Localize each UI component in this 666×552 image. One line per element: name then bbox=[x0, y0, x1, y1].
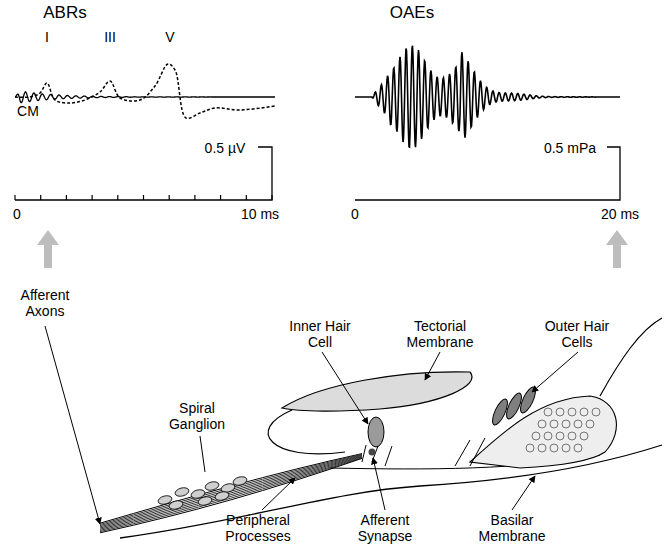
peak-label: V bbox=[160, 29, 180, 45]
tick bbox=[271, 195, 272, 200]
tick bbox=[246, 195, 247, 200]
cell-outline bbox=[562, 444, 570, 452]
axis-label: 0 bbox=[345, 206, 365, 222]
cell-outline bbox=[550, 444, 558, 452]
axis-label: 20 ms bbox=[593, 206, 647, 222]
trace-label: CM bbox=[10, 103, 46, 119]
afferent-synapse bbox=[369, 449, 376, 456]
part-label: Inner Hair Cell bbox=[282, 318, 358, 350]
tick bbox=[66, 195, 67, 200]
scale-label: 0.5 µV bbox=[195, 140, 255, 156]
cell-outline bbox=[568, 432, 576, 440]
outer-hair-cells bbox=[490, 385, 539, 427]
scale-label: 0.5 mPa bbox=[535, 140, 605, 156]
tick bbox=[194, 195, 195, 200]
ganglion-cell bbox=[168, 499, 184, 510]
cell-outline bbox=[592, 408, 600, 416]
cell-outline bbox=[586, 420, 594, 428]
cell-outline bbox=[574, 444, 582, 452]
tectorial-membrane bbox=[282, 372, 472, 411]
peak-label: III bbox=[95, 29, 125, 45]
part-label: Afferent Axons bbox=[9, 287, 81, 319]
tick bbox=[117, 195, 118, 200]
ganglion-cell bbox=[232, 475, 248, 486]
outer-sulcus bbox=[600, 318, 662, 396]
part-label: Afferent Synapse bbox=[349, 512, 421, 544]
ganglion-cell bbox=[174, 486, 190, 497]
axis-label: 10 ms bbox=[233, 206, 287, 222]
abr-ticks bbox=[15, 195, 272, 200]
cell-outline bbox=[544, 408, 552, 416]
supporting-cells bbox=[526, 408, 600, 452]
peak-label: I bbox=[37, 29, 57, 45]
cell-outline bbox=[568, 408, 576, 416]
limbus bbox=[268, 410, 345, 454]
tick bbox=[220, 195, 221, 200]
cell-outline bbox=[574, 420, 582, 428]
up-arrow bbox=[37, 230, 59, 268]
tick bbox=[91, 195, 92, 200]
part-label: Outer Hair Cells bbox=[536, 318, 618, 350]
leader-lines bbox=[45, 326, 578, 524]
cell-outline bbox=[556, 432, 564, 440]
cell-outline bbox=[538, 444, 546, 452]
cell-outline bbox=[556, 408, 564, 416]
ganglion-cell bbox=[214, 490, 230, 501]
part-label: Tectorial Membrane bbox=[397, 318, 483, 350]
up-arrow bbox=[606, 230, 628, 268]
abr-trace bbox=[15, 64, 275, 118]
part-label: Basilar Membrane bbox=[474, 512, 550, 544]
ganglion-cell bbox=[204, 480, 220, 491]
ganglion-cell bbox=[197, 495, 213, 506]
cell-outline bbox=[544, 432, 552, 440]
cell-outline bbox=[526, 444, 534, 452]
spiral-ganglion bbox=[157, 475, 248, 510]
axis-label: 0 bbox=[7, 206, 27, 222]
cell-outline bbox=[580, 432, 588, 440]
cell-outline bbox=[538, 420, 546, 428]
supporting-cells bbox=[470, 396, 616, 468]
cell-outline bbox=[550, 420, 558, 428]
panel-title: OAEs bbox=[377, 5, 447, 21]
cell-outline bbox=[580, 408, 588, 416]
part-label: Peripheral Processes bbox=[217, 512, 299, 544]
part-label: Spiral Ganglion bbox=[163, 400, 231, 432]
tick bbox=[14, 195, 15, 200]
oae-trace bbox=[355, 46, 620, 147]
cell-outline bbox=[562, 420, 570, 428]
inner-hair-cell bbox=[368, 417, 384, 447]
tick bbox=[169, 195, 170, 200]
tick bbox=[40, 195, 41, 200]
panel-title: ABRs bbox=[30, 5, 100, 21]
waveforms bbox=[15, 46, 620, 147]
tick bbox=[143, 195, 144, 200]
cell-outline bbox=[532, 432, 540, 440]
